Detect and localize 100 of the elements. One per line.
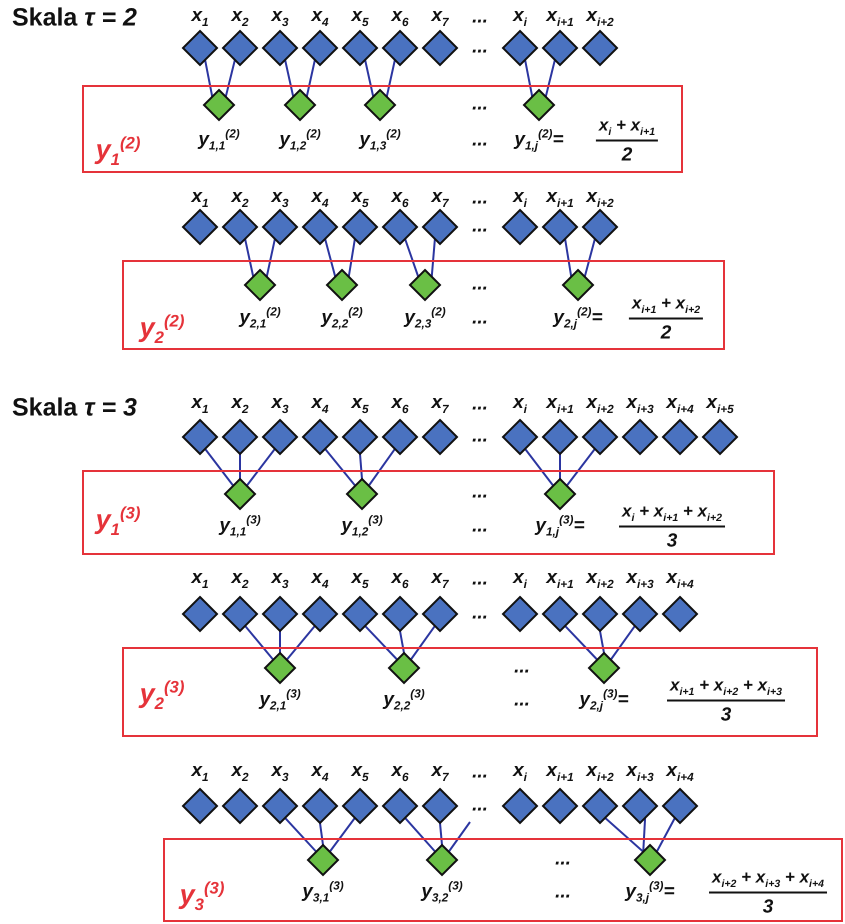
variable-label: x$_{i+4}$ [666, 761, 694, 785]
average-label: y$_{2,j}$$^{(2)}$= [553, 306, 603, 332]
input-diamond [582, 209, 618, 245]
input-diamond [262, 209, 298, 245]
input-diamond [542, 209, 578, 245]
connector-line [448, 821, 471, 852]
input-diamond [662, 419, 698, 455]
fraction-numerator: x$_{i+1}$ + x$_{i+2}$ [628, 294, 704, 320]
variable-label: x$_{i+1}$ [546, 187, 574, 211]
connector-line [410, 625, 436, 660]
variable-label: x$_{i+2}$ [586, 187, 614, 211]
connector-line [604, 817, 644, 852]
ellipsis: ... [472, 94, 488, 116]
variable-label: x$_{i+1}$ [546, 393, 574, 417]
variable-label: x$_{i+1}$ [546, 761, 574, 785]
connector-line [584, 238, 596, 277]
connector-line [656, 817, 676, 852]
ellipsis: ... [514, 690, 530, 712]
connector-line [279, 631, 281, 653]
variable-label: x$_{6}$ [391, 187, 409, 211]
input-diamond [302, 209, 338, 245]
variable-label: x$_{4}$ [311, 187, 329, 211]
connector-line [524, 60, 534, 97]
connector-line [306, 60, 316, 97]
variable-label: x$_{5}$ [351, 568, 369, 592]
fraction-numerator: x$_{i+1}$ + x$_{i+2}$ + x$_{i+3}$ [667, 676, 785, 702]
input-diamond [222, 596, 258, 632]
scale-heading: Skala τ = 2 [12, 4, 137, 32]
variable-label: x$_{i}$ [513, 187, 527, 211]
variable-label: x$_{1}$ [191, 568, 209, 592]
connector-line [324, 238, 336, 277]
scale-heading: Skala τ = 3 [12, 394, 137, 422]
input-diamond [422, 209, 458, 245]
average-diamond [544, 478, 576, 510]
variable-label: x$_{i+2}$ [586, 6, 614, 30]
input-diamond [382, 788, 418, 824]
input-diamond [342, 419, 378, 455]
fraction-numerator: x$_{i+2}$ + x$_{i+3}$ + x$_{i+4}$ [709, 868, 827, 894]
average-diamond [426, 844, 458, 876]
variable-label: x$_{i}$ [513, 393, 527, 417]
connector-line [430, 238, 436, 277]
connector-line [239, 454, 241, 479]
average-diamond [634, 844, 666, 876]
input-diamond [182, 788, 218, 824]
average-diamond [588, 652, 620, 684]
fraction-denominator: 3 [762, 898, 774, 918]
ellipsis: ... [472, 130, 488, 152]
connector-line [524, 448, 554, 486]
connector-line [404, 817, 436, 852]
variable-label: x$_{3}$ [271, 761, 289, 785]
input-diamond [182, 419, 218, 455]
input-diamond [702, 419, 738, 455]
input-diamond [502, 209, 538, 245]
variable-label: x$_{1}$ [191, 187, 209, 211]
input-diamond [182, 209, 218, 245]
connector-line [364, 60, 374, 97]
connector-line [244, 238, 254, 277]
input-diamond [542, 788, 578, 824]
ellipsis: ... [472, 762, 488, 784]
connector-line [642, 818, 646, 852]
group-frame [122, 260, 725, 350]
average-diamond [388, 652, 420, 684]
variable-label: x$_{4}$ [311, 6, 329, 30]
average-diamond [326, 269, 358, 301]
average-diamond [346, 478, 378, 510]
variable-label: x$_{7}$ [431, 187, 449, 211]
input-diamond [582, 419, 618, 455]
variable-label: x$_{i+5}$ [706, 393, 734, 417]
ellipsis: ... [472, 516, 488, 538]
variable-label: x$_{6}$ [391, 568, 409, 592]
variable-label: x$_{5}$ [351, 761, 369, 785]
input-diamond [662, 596, 698, 632]
ellipsis: ... [555, 882, 571, 904]
input-diamond [382, 209, 418, 245]
connector-line [286, 625, 316, 660]
input-diamond [222, 419, 258, 455]
ellipsis: ... [472, 796, 488, 816]
variable-label: x$_{1}$ [191, 6, 209, 30]
connector-line [324, 448, 356, 486]
variable-label: x$_{3}$ [271, 568, 289, 592]
average-label: y$_{2,j}$$^{(3)}$= [579, 688, 629, 714]
variable-label: x$_{7}$ [431, 568, 449, 592]
variable-label: x$_{4}$ [311, 568, 329, 592]
variable-label: x$_{6}$ [391, 761, 409, 785]
ellipsis: ... [472, 308, 488, 330]
connector-line [224, 60, 236, 97]
variable-label: x$_{7}$ [431, 6, 449, 30]
variable-label: x$_{i+3}$ [626, 393, 654, 417]
variable-label: x$_{4}$ [311, 761, 329, 785]
ellipsis: ... [472, 394, 488, 416]
average-label: y$_{3,j}$$^{(3)}$= [625, 880, 675, 906]
variable-label: x$_{3}$ [271, 393, 289, 417]
input-diamond [382, 419, 418, 455]
input-diamond [582, 30, 618, 66]
average-diamond [203, 89, 235, 121]
input-diamond [262, 30, 298, 66]
input-diamond [582, 596, 618, 632]
average-diamond [244, 269, 276, 301]
connector-line [364, 625, 398, 660]
connector-line [284, 817, 317, 852]
